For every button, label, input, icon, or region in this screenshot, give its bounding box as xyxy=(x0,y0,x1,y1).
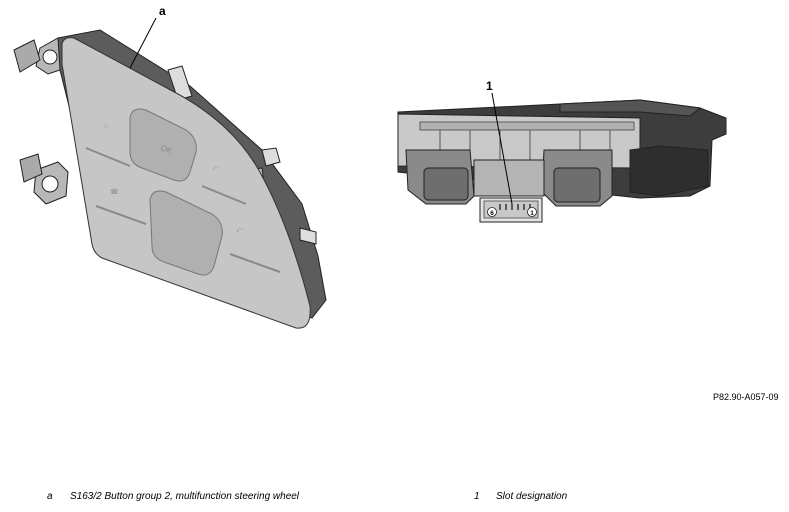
svg-text:⌂: ⌂ xyxy=(104,123,108,130)
svg-text:⤺: ⤺ xyxy=(236,227,244,234)
upper-rocker-button xyxy=(129,108,197,182)
legend-text: S163/2 Button group 2, multifunction ste… xyxy=(70,491,300,502)
legend-key: 1 xyxy=(474,491,480,502)
callout-1-label: 1 xyxy=(486,79,493,93)
callout-1-leader xyxy=(491,92,513,205)
callout-a-leader xyxy=(129,17,157,69)
svg-text:☎: ☎ xyxy=(110,188,119,196)
lower-rocker-button xyxy=(149,190,223,276)
svg-text:OK: OK xyxy=(159,143,173,155)
figure-reference: P82.90-A057-09 xyxy=(713,392,779,402)
svg-text:⤺: ⤺ xyxy=(212,165,220,172)
legend-text: Slot designation xyxy=(496,491,568,502)
mounting-clip-bottom xyxy=(33,161,69,205)
connector-pin-6-label: 6 xyxy=(490,210,494,217)
callout-a-label: a xyxy=(159,4,166,18)
connector-pin-1-label: 1 xyxy=(530,210,534,217)
panel-grooves xyxy=(85,147,281,273)
button-panel-face xyxy=(61,37,311,329)
button-group-front-view: OK ⌂ ⤺ ☎ ⤺ xyxy=(13,29,327,329)
button-group-rear-view: 6 1 xyxy=(397,99,727,223)
legend-key: a xyxy=(47,491,53,502)
connector-slot: 6 1 xyxy=(479,197,543,223)
